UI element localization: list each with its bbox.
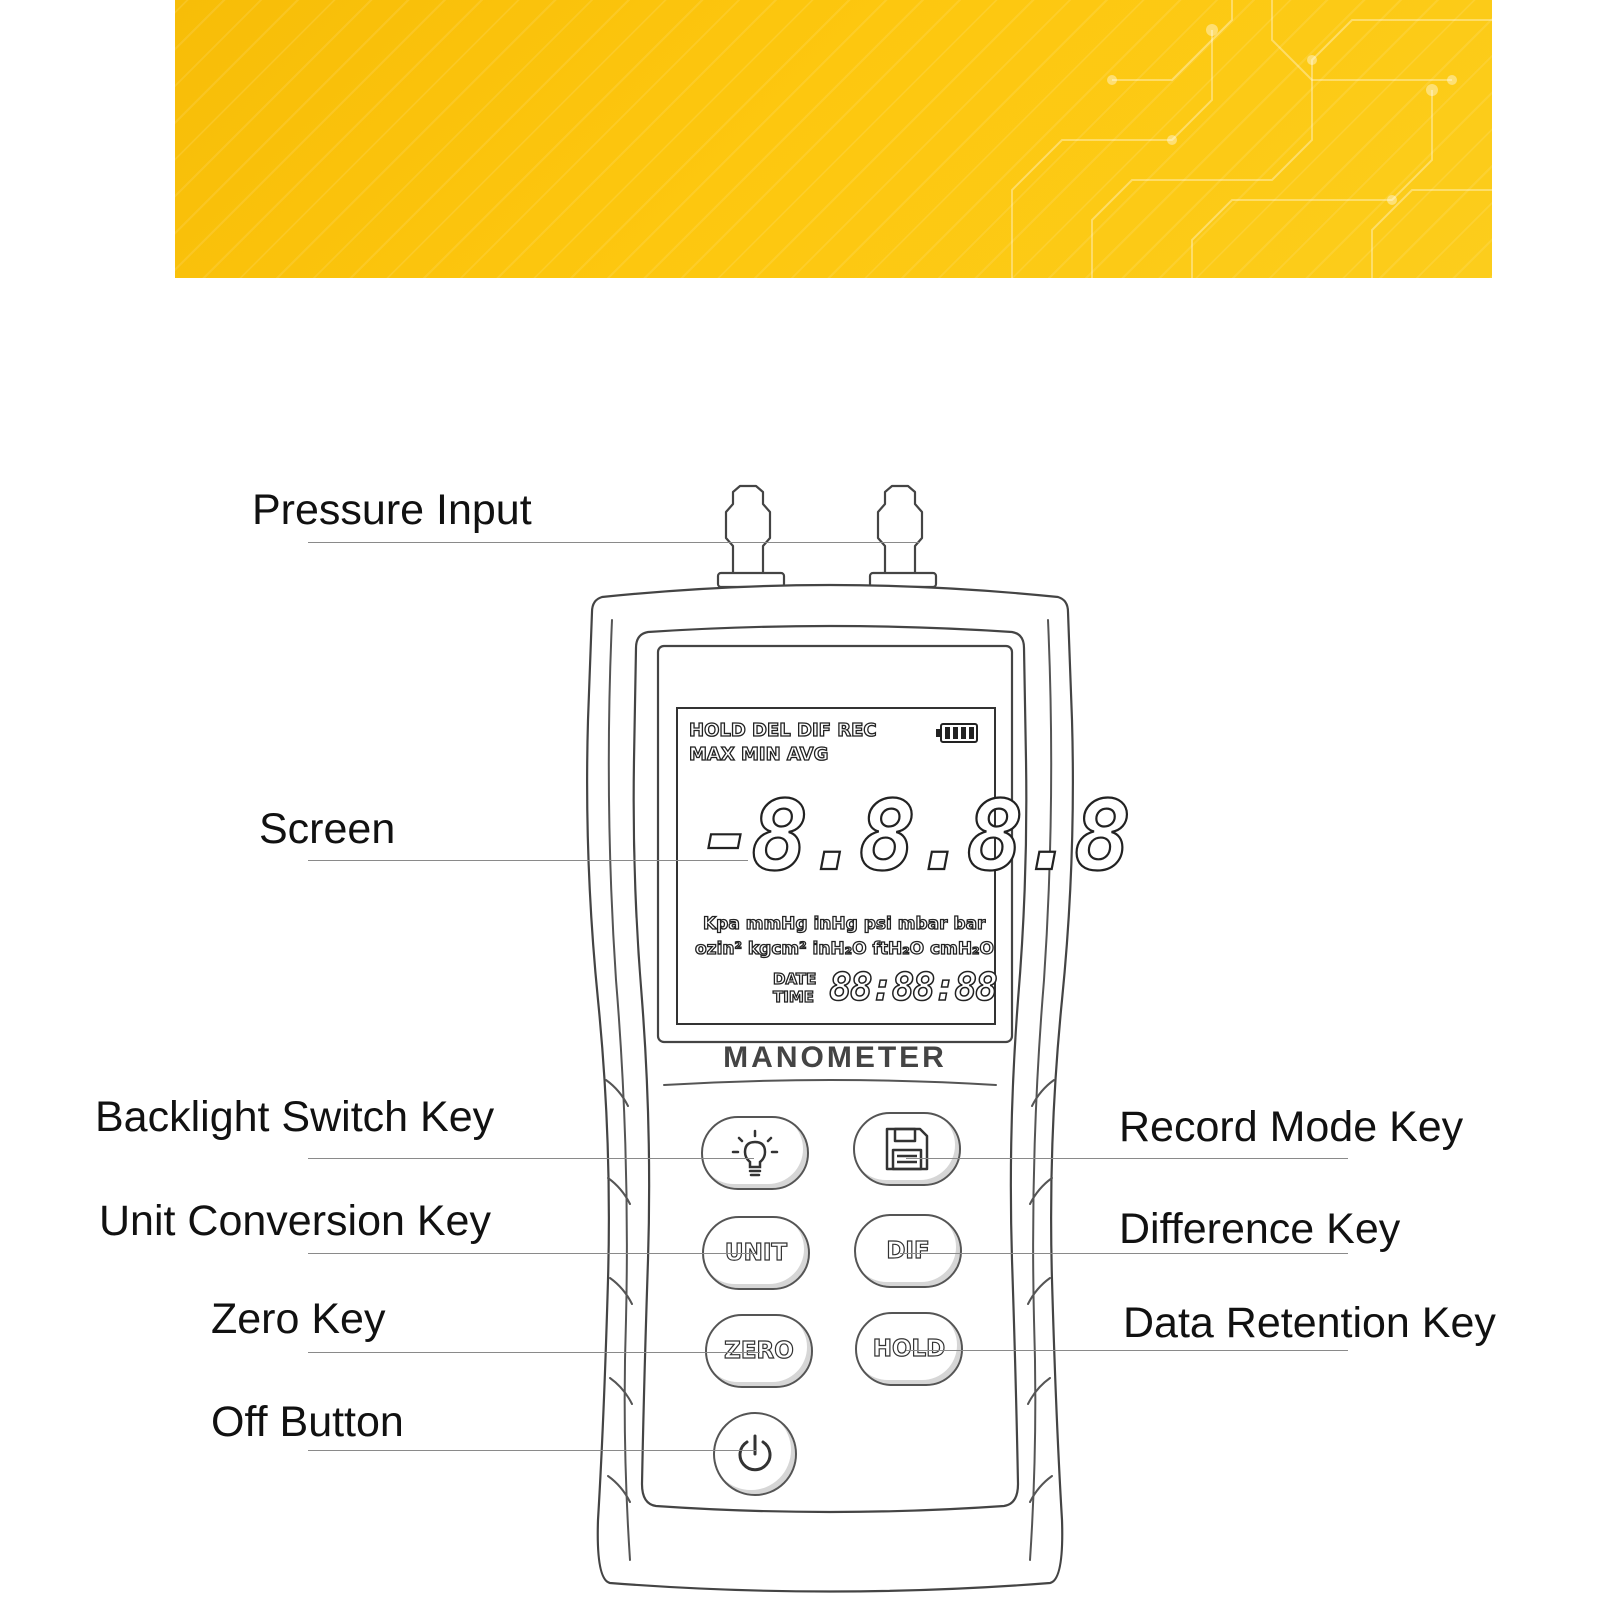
record-mode-key[interactable]	[853, 1112, 961, 1186]
off-button[interactable]	[713, 1412, 797, 1496]
hold-key[interactable]: HOLD	[855, 1312, 963, 1386]
zero-leader	[308, 1352, 760, 1353]
record-mode-leader	[906, 1158, 1348, 1159]
unit-key-label: UNIT	[724, 1239, 788, 1266]
screen-callout: Screen	[259, 805, 396, 853]
lcd-date-label: DATE	[772, 970, 817, 988]
banner-stripes	[175, 0, 1492, 278]
screen-leader	[308, 860, 748, 861]
left-hose-barb	[724, 484, 772, 580]
zero-key-callout: Zero Key	[211, 1295, 386, 1343]
lcd-screen: HOLD DEL DIF REC MAX MIN AVG -8.8.8.8 Kp…	[677, 708, 1132, 1024]
difference-key-callout: Difference Key	[1119, 1205, 1401, 1253]
power-icon	[738, 1434, 772, 1472]
circuit-pattern	[1011, 0, 1492, 278]
difference-leader	[900, 1253, 1348, 1254]
lcd-status-row-2: MAX MIN AVG	[688, 744, 829, 765]
lcd-units-row-2: ozin² kgcm² inH₂O ftH₂O cmH₂O	[694, 939, 994, 959]
lcd-frame	[676, 707, 996, 1025]
record-mode-key-callout: Record Mode Key	[1119, 1103, 1464, 1151]
lcd-status-row-1: HOLD DEL DIF REC	[688, 720, 877, 741]
dif-key-label: DIF	[886, 1237, 931, 1264]
pressure-input-leader	[308, 542, 920, 543]
header-banner	[175, 0, 1492, 278]
hold-key-label: HOLD	[872, 1335, 946, 1362]
lcd-clock-reading: 88:88:88	[828, 965, 999, 1009]
off-button-leader	[308, 1450, 756, 1451]
pressure-input-callout: Pressure Input	[252, 486, 532, 534]
lcd-main-reading: -8.8.8.8	[696, 780, 1133, 892]
zero-key-label: ZERO	[724, 1337, 795, 1364]
floppy-disk-icon	[885, 1127, 929, 1171]
off-button-callout: Off Button	[211, 1398, 404, 1446]
backlight-key[interactable]	[701, 1116, 809, 1190]
backlight-leader	[308, 1158, 754, 1159]
data-retention-leader	[906, 1350, 1348, 1351]
lcd-time-label: TIME	[772, 988, 814, 1006]
unit-conversion-key-callout: Unit Conversion Key	[99, 1197, 491, 1245]
unit-leader	[308, 1253, 756, 1254]
battery-icon	[936, 723, 978, 743]
backlight-switch-key-callout: Backlight Switch Key	[95, 1093, 495, 1141]
zero-key[interactable]: ZERO	[705, 1314, 813, 1388]
dif-key[interactable]: DIF	[854, 1214, 962, 1288]
data-retention-key-callout: Data Retention Key	[1123, 1299, 1496, 1347]
light-bulb-icon	[731, 1129, 779, 1177]
brand-label: MANOMETER	[723, 1041, 947, 1074]
lcd-units-row-1: Kpa mmHg inHg psi mbar bar	[702, 914, 986, 934]
right-hose-barb	[876, 484, 924, 580]
